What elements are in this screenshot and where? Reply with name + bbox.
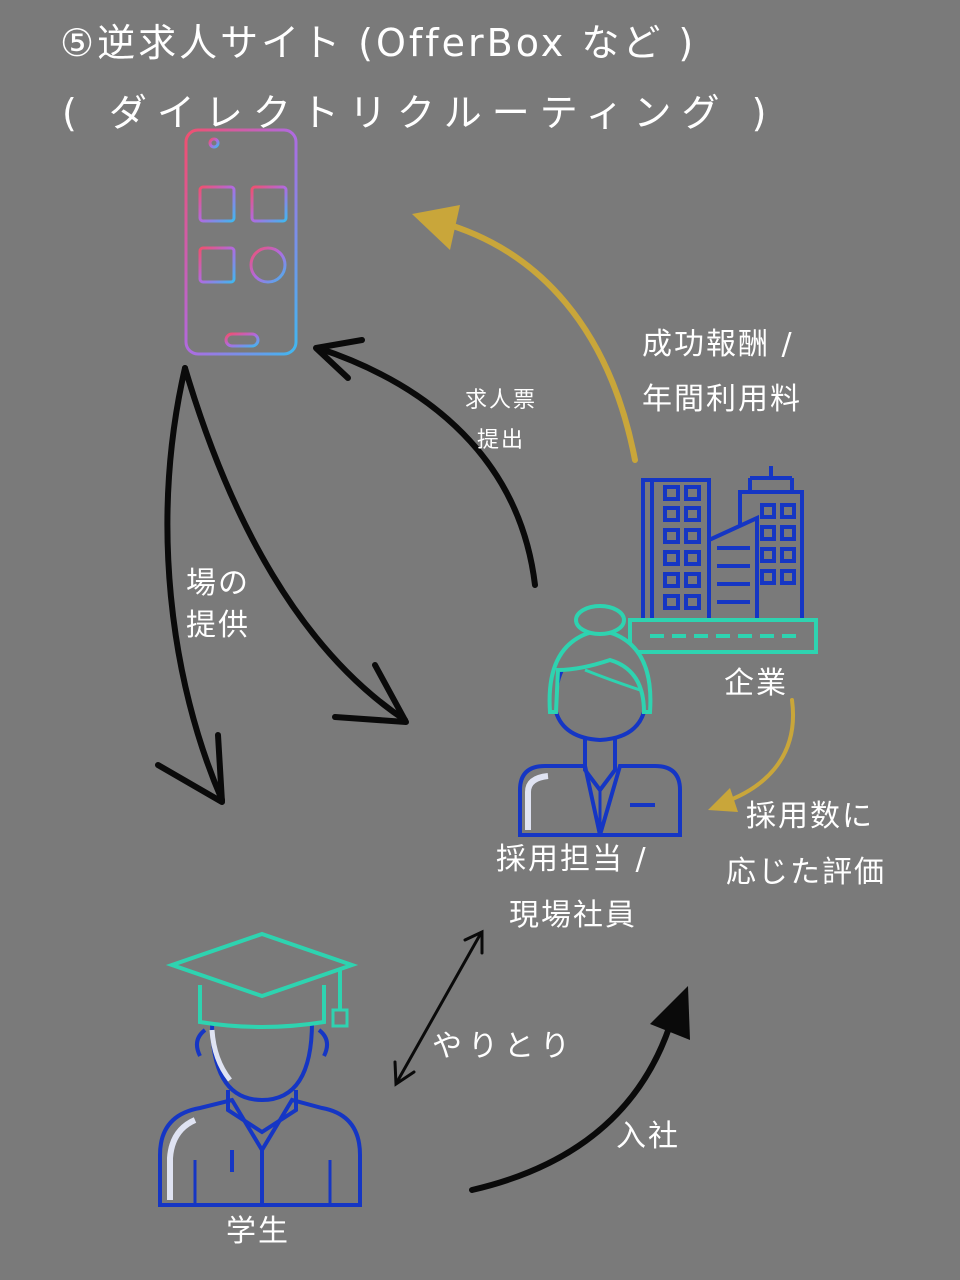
evaluation-arrow xyxy=(720,698,796,805)
recruiter-label-2: 現場社員 xyxy=(509,898,637,933)
fee-label-2: 年間利用料 xyxy=(642,382,802,417)
evaluation-arrow-head xyxy=(708,788,738,812)
join-arrow xyxy=(469,1002,679,1193)
exchange-label: やりとり xyxy=(432,1029,576,1064)
smartphone-app-icon xyxy=(184,128,298,356)
job-posting-label-2: 提出 xyxy=(477,428,526,453)
fee-arrow-head xyxy=(412,205,460,250)
fee-label-1: 成功報酬 / xyxy=(642,327,794,362)
join-arrow-head xyxy=(650,986,690,1040)
evaluation-label-1: 採用数に xyxy=(746,799,874,834)
ground-platform xyxy=(628,618,818,654)
job-posting-label-1: 求人票 xyxy=(465,388,538,413)
provide-platform-label-2: 提供 xyxy=(186,608,250,643)
provide-platform-label-1: 場の xyxy=(186,566,250,601)
student-label: 学生 xyxy=(226,1214,290,1249)
recruiter-label-1: 採用担当 / xyxy=(496,842,648,877)
title-line-2: ( ダイレクトリクルーティング ) xyxy=(62,91,777,135)
graduate-student-icon xyxy=(158,931,362,1207)
join-label: 入社 xyxy=(616,1119,680,1154)
female-employee-icon xyxy=(518,604,682,837)
company-label: 企業 xyxy=(724,666,788,701)
exchange-arrow xyxy=(393,929,484,1087)
title-line-1: ⑤逆求人サイト (OfferBox など ) xyxy=(60,21,697,65)
evaluation-label-2: 応じた評価 xyxy=(726,855,886,890)
office-buildings-icon xyxy=(641,466,804,622)
provide-platform-arrows xyxy=(155,337,538,805)
fee-arrow xyxy=(437,219,638,463)
